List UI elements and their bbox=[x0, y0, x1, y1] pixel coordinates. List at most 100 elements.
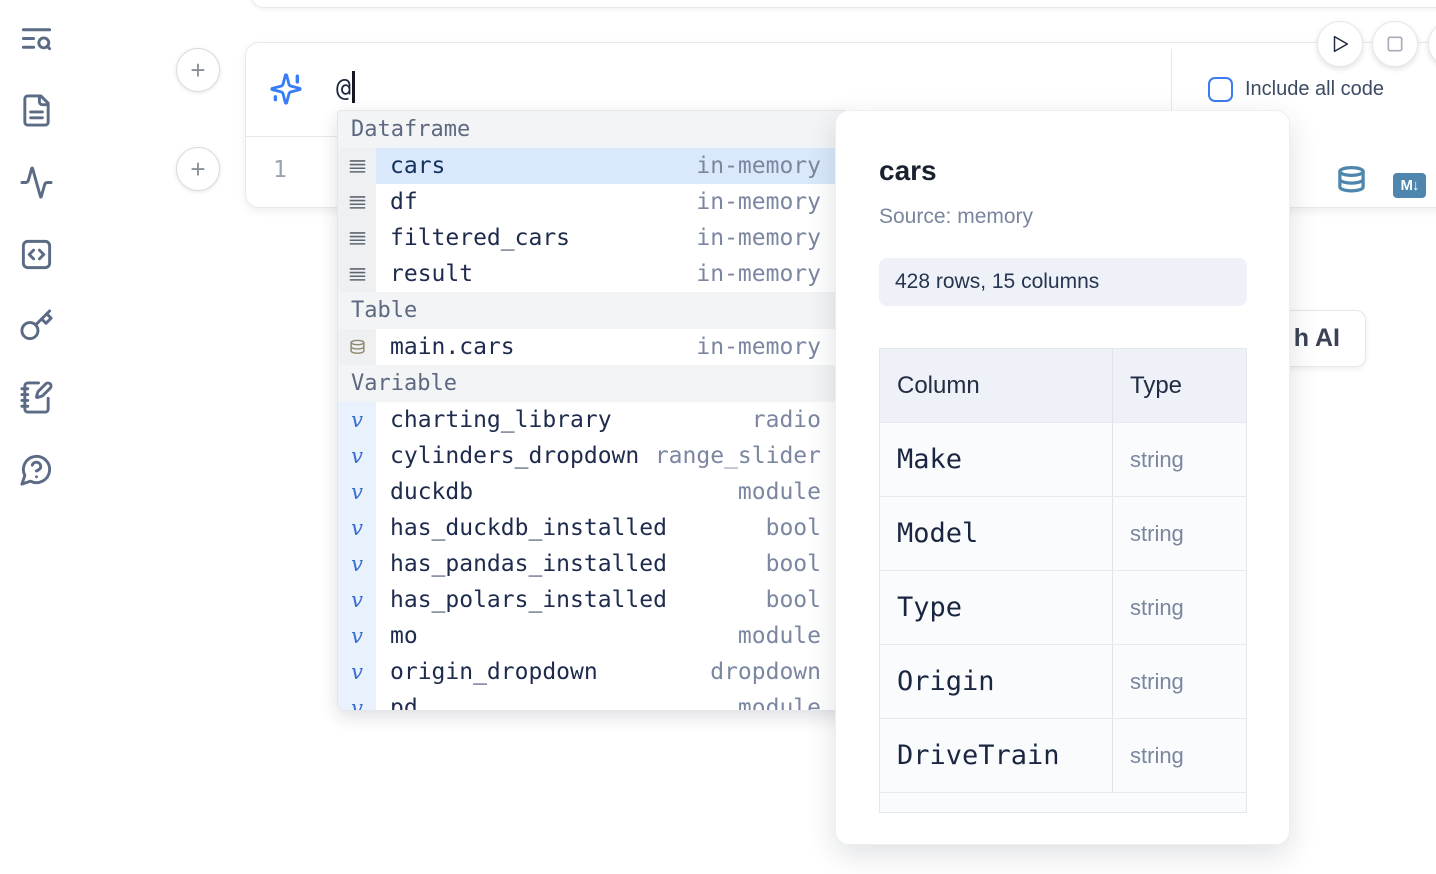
table-row: Make string bbox=[880, 423, 1246, 497]
completion-item-type: module bbox=[737, 479, 821, 505]
completion-item-label: has_pandas_installed bbox=[390, 551, 667, 577]
variable-icon: v bbox=[351, 480, 363, 504]
completion-item[interactable]: v has_pandas_installed bool bbox=[338, 546, 847, 582]
variable-icon: v bbox=[351, 660, 363, 684]
column-type: string bbox=[1130, 520, 1184, 546]
shape-badge: 428 rows, 15 columns bbox=[879, 258, 1247, 306]
activity-icon[interactable] bbox=[17, 163, 55, 201]
column-name: Model bbox=[897, 518, 979, 549]
notebook-pen-icon[interactable] bbox=[17, 378, 55, 416]
column-type: string bbox=[1130, 594, 1184, 620]
completion-item[interactable]: v duckdb module bbox=[338, 474, 847, 510]
completion-item-label: pd bbox=[390, 695, 418, 711]
variable-icon: v bbox=[351, 444, 363, 468]
completion-item-label: has_polars_installed bbox=[390, 587, 667, 613]
code-editor-row[interactable]: 1 M↓ bbox=[246, 137, 1436, 208]
rows-icon bbox=[349, 195, 365, 209]
completion-item-type: bool bbox=[765, 587, 821, 613]
completion-item-label: duckdb bbox=[390, 479, 474, 505]
database-icon bbox=[349, 339, 365, 354]
include-all-code-label: Include all code bbox=[1245, 78, 1384, 100]
completion-item-type: bool bbox=[765, 551, 821, 577]
completion-item-type: module bbox=[737, 623, 821, 649]
completion-item[interactable]: v has_polars_installed bool bbox=[338, 582, 847, 618]
column-name: Origin bbox=[897, 666, 995, 697]
column-name: DriveTrain bbox=[897, 740, 1060, 771]
run-cell-button[interactable] bbox=[1317, 21, 1363, 67]
completion-section-header: Dataframe bbox=[338, 111, 847, 148]
completion-item[interactable]: result in-memory bbox=[338, 256, 847, 292]
completion-item-label: df bbox=[390, 189, 418, 215]
column-type: string bbox=[1130, 668, 1184, 694]
code-square-icon[interactable] bbox=[17, 235, 55, 273]
completion-item-type: in-memory bbox=[696, 225, 821, 251]
completion-item-label: charting_library bbox=[390, 407, 612, 433]
sparkles-icon bbox=[269, 72, 303, 106]
stop-icon bbox=[1387, 36, 1403, 52]
rows-icon bbox=[349, 231, 365, 245]
play-icon bbox=[1333, 35, 1349, 53]
completion-item[interactable]: v mo module bbox=[338, 618, 847, 654]
database-icon[interactable] bbox=[1336, 165, 1367, 202]
ai-prompt-input[interactable]: @ bbox=[336, 71, 355, 103]
text-caret bbox=[352, 71, 355, 103]
add-cell-button[interactable]: + bbox=[176, 147, 220, 191]
rows-icon bbox=[349, 159, 365, 173]
completion-item[interactable]: v origin_dropdown dropdown bbox=[338, 654, 847, 690]
completion-item-type: module bbox=[737, 695, 821, 711]
markdown-icon[interactable]: M↓ bbox=[1393, 173, 1426, 198]
completion-item-label: result bbox=[390, 261, 474, 287]
preview-title: cars bbox=[879, 155, 937, 186]
completion-item-label: has_duckdb_installed bbox=[390, 515, 667, 541]
completion-item-type: radio bbox=[751, 407, 821, 433]
variable-icon: v bbox=[351, 696, 363, 711]
divider bbox=[1171, 49, 1172, 136]
dataframe-preview-popup: cars Source: memory 428 rows, 15 columns… bbox=[835, 110, 1290, 845]
table-row: Model string bbox=[880, 497, 1246, 571]
completion-item-label: cars bbox=[390, 153, 446, 179]
previous-cell-edge bbox=[250, 0, 1436, 8]
completion-item-type: in-memory bbox=[696, 334, 821, 360]
list-search-icon[interactable] bbox=[17, 19, 55, 57]
table-row bbox=[880, 793, 1246, 812]
file-text-icon[interactable] bbox=[17, 91, 55, 129]
column-name: Make bbox=[897, 444, 963, 475]
completion-section-header: Table bbox=[338, 292, 847, 329]
completion-section-header: Variable bbox=[338, 365, 847, 402]
completion-item-type: dropdown bbox=[710, 659, 821, 685]
completion-item-label: origin_dropdown bbox=[390, 659, 598, 685]
add-cell-button[interactable]: + bbox=[176, 48, 220, 92]
key-icon[interactable] bbox=[17, 306, 55, 344]
stop-button[interactable] bbox=[1372, 21, 1418, 67]
variable-icon: v bbox=[351, 624, 363, 648]
variable-icon: v bbox=[351, 516, 363, 540]
rows-icon bbox=[349, 267, 365, 281]
variable-icon: v bbox=[351, 552, 363, 576]
completion-item-label: main.cars bbox=[390, 334, 515, 360]
table-row: Origin string bbox=[880, 645, 1246, 719]
completion-item[interactable]: v has_duckdb_installed bool bbox=[338, 510, 847, 546]
preview-source: Source: memory bbox=[879, 205, 1034, 228]
column-type: string bbox=[1130, 446, 1184, 472]
completion-item-type: bool bbox=[765, 515, 821, 541]
completion-item[interactable]: v pd module bbox=[338, 690, 847, 711]
prompt-value: @ bbox=[336, 72, 352, 102]
completion-item[interactable]: main.cars in-memory bbox=[338, 329, 847, 365]
ai-prompt-row[interactable]: @ Include all code bbox=[246, 43, 1436, 136]
help-bubble-icon[interactable] bbox=[17, 450, 55, 488]
completion-item-label: mo bbox=[390, 623, 418, 649]
include-all-code-checkbox[interactable] bbox=[1208, 77, 1233, 102]
completion-item-type: range_slider bbox=[654, 443, 821, 469]
variable-icon: v bbox=[351, 588, 363, 612]
completion-item-type: in-memory bbox=[696, 261, 821, 287]
